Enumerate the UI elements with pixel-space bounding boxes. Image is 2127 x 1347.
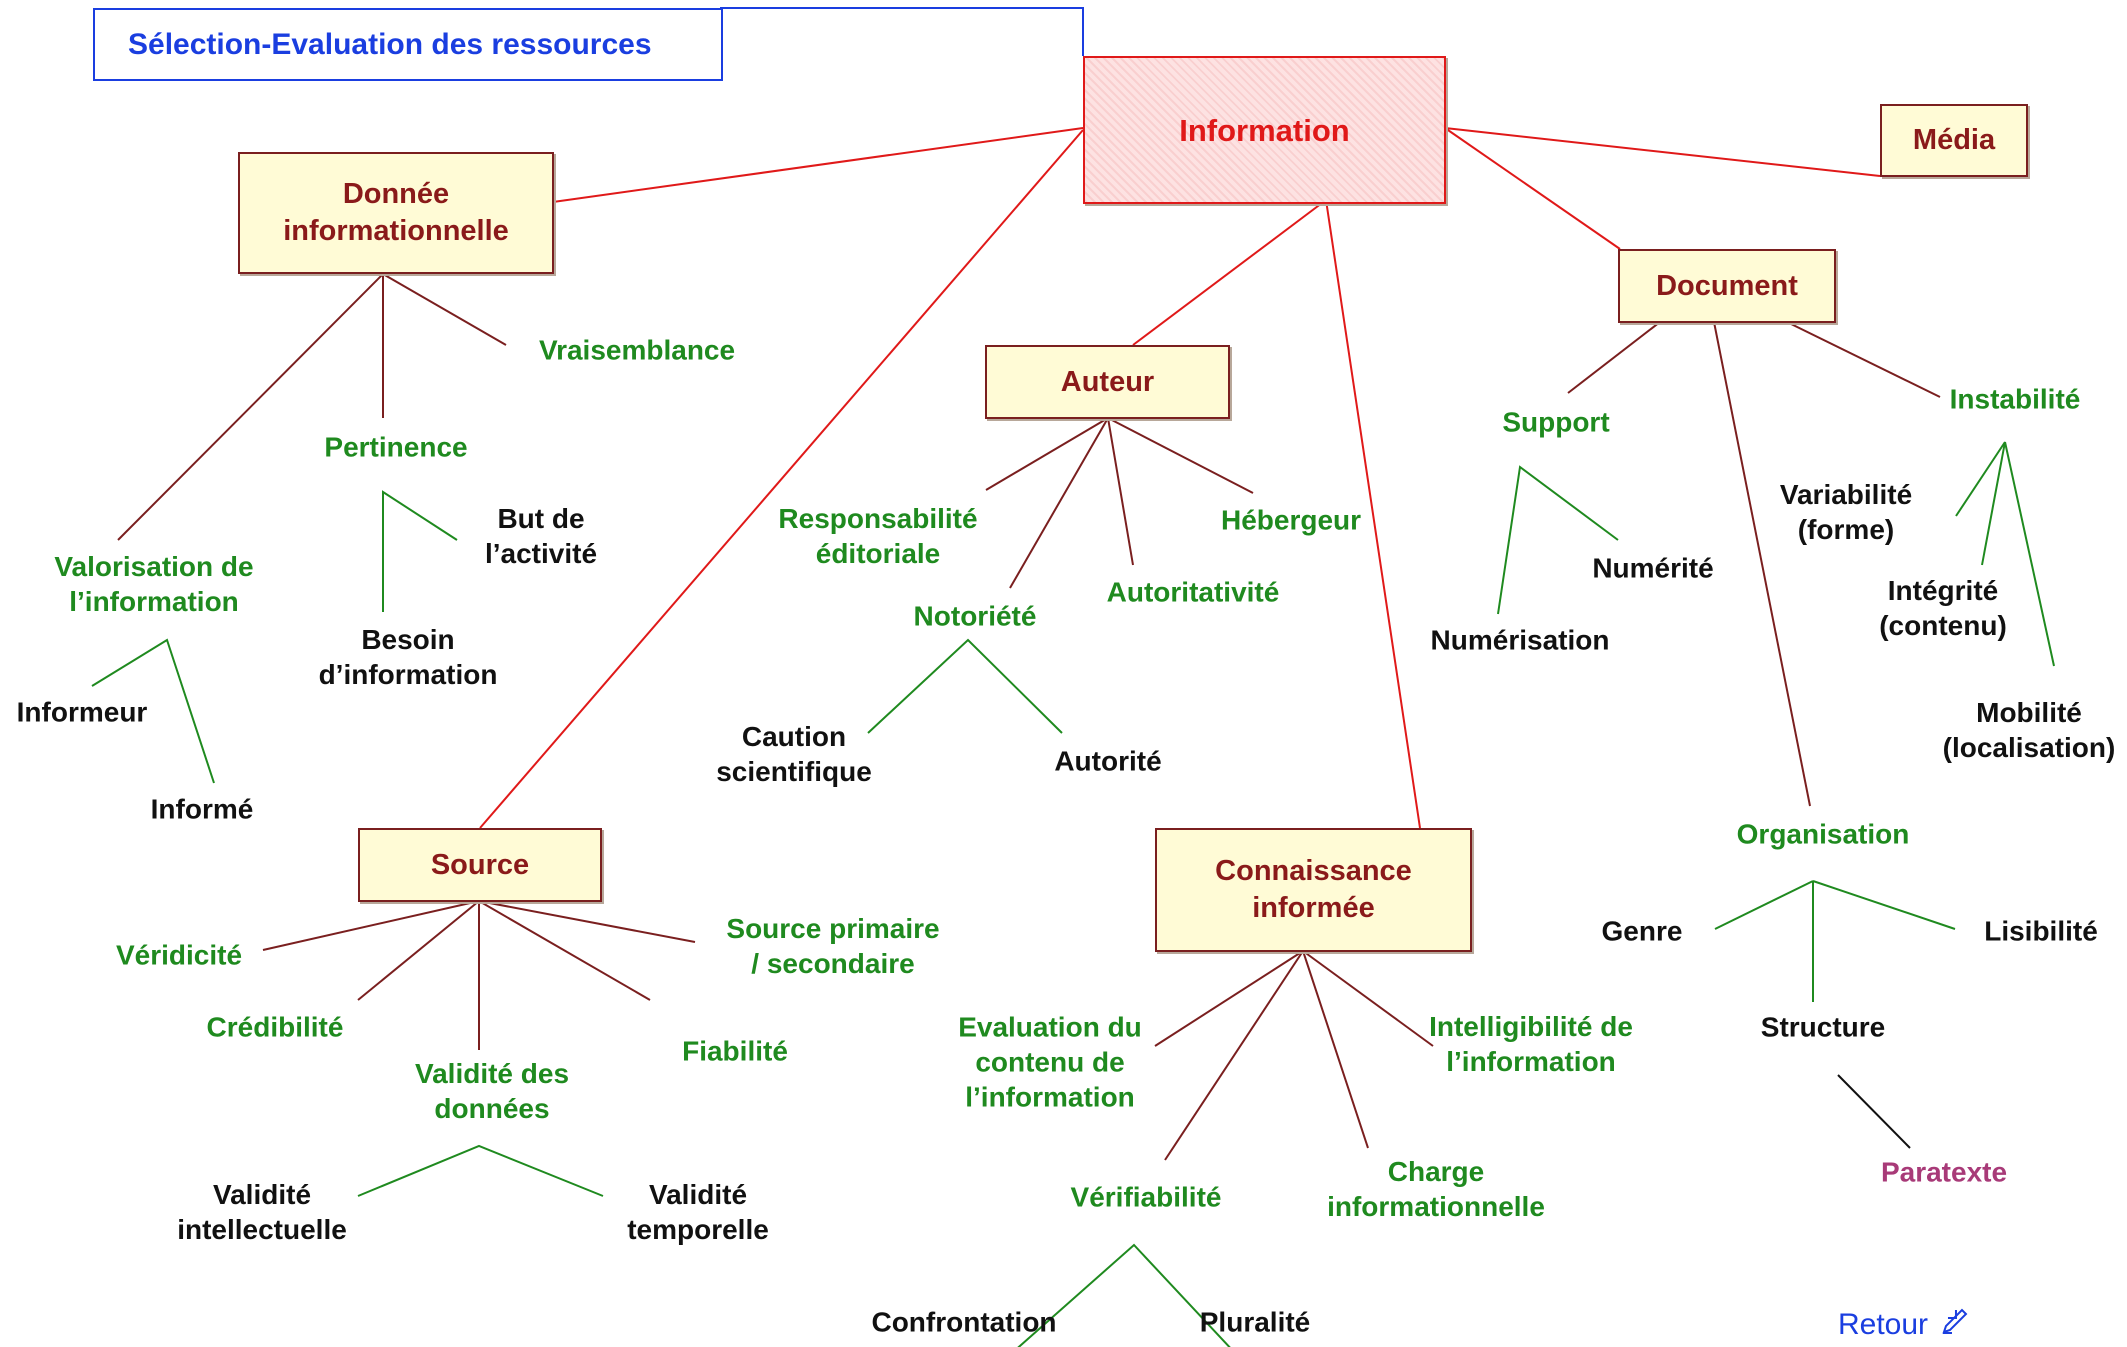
label-informe: Informé [150, 793, 254, 825]
label-integrite: Intégrité (contenu) [1879, 575, 2007, 641]
node-source: Source [358, 828, 602, 902]
label-mobilite: Mobilité (localisation) [1942, 697, 2116, 763]
label-hebergeur: Hébergeur [1220, 504, 1362, 536]
node-connaissance-informee: Connaissance informée [1155, 828, 1472, 952]
node-document-label: Document [1656, 269, 1798, 302]
label-valorisation: Valorisation de l’information [54, 551, 254, 617]
sub-connectors [91, 441, 2055, 1347]
label-credibilite: Crédibilité [206, 1011, 344, 1043]
diagram-title-text: Sélection-Evaluation des ressources [128, 27, 652, 61]
label-besoin-information: Besoin d’information [318, 624, 498, 690]
pencil-arrow-icon [1940, 1306, 1970, 1344]
main-connectors [479, 127, 1881, 829]
label-informeur: Informeur [16, 696, 148, 728]
label-fiabilite: Fiabilité [682, 1035, 788, 1067]
label-confrontation: Confrontation [871, 1306, 1057, 1338]
node-information-label: Information [1179, 112, 1350, 148]
label-pertinence: Pertinence [324, 431, 468, 463]
label-responsabilite-editoriale: Responsabilité éditoriale [778, 503, 978, 569]
label-validite-intellectuelle: Validité intellectuelle [177, 1179, 347, 1245]
label-paratexte: Paratexte [1880, 1156, 2008, 1188]
label-numerite: Numérité [1592, 552, 1714, 584]
label-evaluation-contenu: Evaluation du contenu de l’information [958, 1011, 1142, 1113]
retour-link[interactable]: Retour [1838, 1306, 1970, 1344]
label-caution-scientifique: Caution scientifique [716, 721, 872, 787]
node-document: Document [1618, 249, 1836, 323]
node-information: Information [1083, 56, 1446, 204]
label-pluralite: Pluralité [1199, 1306, 1311, 1338]
label-verifiabilite: Vérifiabilité [1070, 1181, 1222, 1213]
branch-connectors [117, 273, 1941, 1161]
label-source-primaire-secondaire: Source primaire / secondaire [726, 913, 940, 979]
label-variabilite: Variabilité (forme) [1779, 479, 1913, 545]
node-media-label: Média [1912, 124, 1996, 156]
node-source-label: Source [430, 848, 530, 881]
retour-link-label[interactable]: Retour [1837, 1308, 1929, 1341]
label-validite-donnees: Validité des données [414, 1058, 570, 1124]
label-charge-informationnelle: Charge informationnelle [1327, 1156, 1545, 1222]
paratexte-connector [1837, 1074, 1911, 1149]
label-structure: Structure [1760, 1011, 1886, 1043]
label-instabilite: Instabilité [1949, 383, 2081, 415]
label-organisation: Organisation [1736, 818, 1910, 850]
label-vraisemblance: Vraisemblance [538, 334, 736, 366]
node-connaissance-label: Connaissance informée [1215, 855, 1412, 924]
label-notoriete: Notoriété [913, 600, 1037, 632]
label-veridicite: Véridicité [115, 939, 243, 971]
label-support: Support [1502, 406, 1610, 438]
node-donnee-label: Donnée informationnelle [283, 178, 509, 247]
label-genre: Genre [1601, 915, 1683, 947]
title-connector [720, 7, 1084, 56]
label-lisibilite: Lisibilité [1984, 915, 2098, 947]
label-autorite: Autorité [1054, 745, 1162, 777]
label-intelligibilite: Intelligibilité de l’information [1429, 1011, 1633, 1077]
label-validite-temporelle: Validité temporelle [627, 1179, 769, 1245]
node-auteur-label: Auteur [1060, 365, 1155, 398]
label-autoritativite: Autoritativité [1106, 576, 1280, 608]
node-donnee-informationnelle: Donnée informationnelle [238, 152, 554, 274]
diagram-title: Sélection-Evaluation des ressources [93, 8, 723, 81]
label-numerisation: Numérisation [1430, 624, 1610, 656]
node-auteur: Auteur [985, 345, 1230, 419]
node-media: Média [1880, 104, 2028, 177]
label-but-activite: But de l’activité [484, 503, 598, 569]
